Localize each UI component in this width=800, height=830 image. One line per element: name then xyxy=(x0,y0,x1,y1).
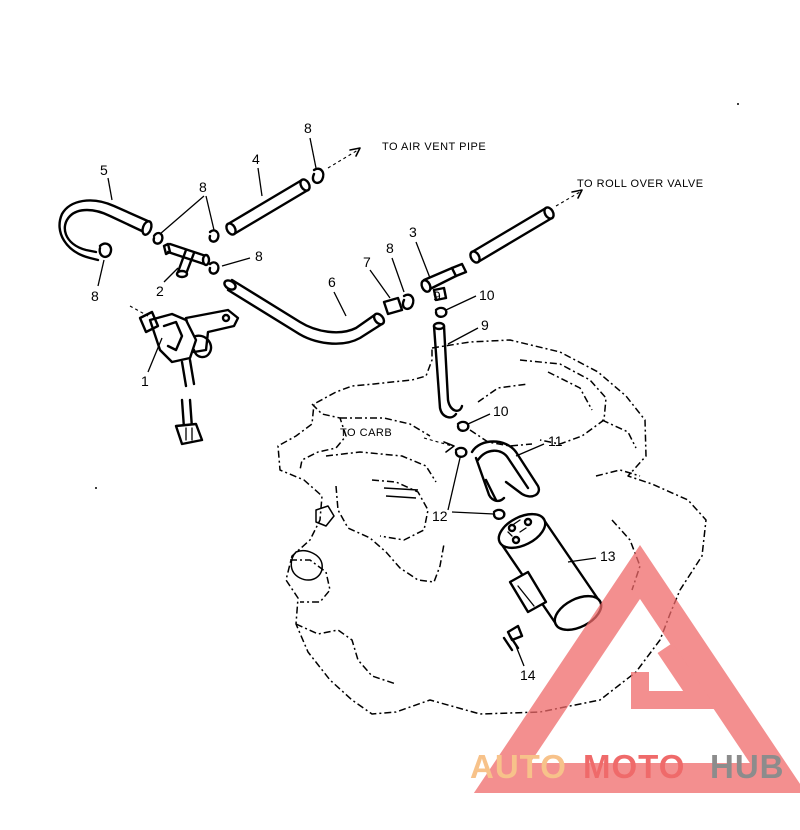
watermark-text: AUTO MOTO HUB xyxy=(470,748,785,785)
speck xyxy=(95,487,97,489)
callout-5: 5 xyxy=(100,162,108,178)
callout-9-upper: 9 xyxy=(433,288,441,304)
callout-2: 2 xyxy=(156,283,164,299)
speck xyxy=(737,103,739,105)
hose-4 xyxy=(225,178,311,236)
engine-outline xyxy=(277,339,707,715)
callout-8-right: 8 xyxy=(386,240,394,256)
valve-1 xyxy=(138,308,240,446)
callout-11: 11 xyxy=(548,433,563,449)
clamp-8-a xyxy=(152,231,164,245)
callout-10-lower: 10 xyxy=(493,403,509,419)
callout-4: 4 xyxy=(252,151,260,167)
t-fitting-2 xyxy=(162,242,211,279)
clamp-8-right xyxy=(401,293,415,311)
callout-6: 6 xyxy=(328,274,336,290)
clamp-12-lower xyxy=(492,508,506,520)
clamp-8-top xyxy=(311,167,325,185)
callout-8-left: 8 xyxy=(91,288,99,304)
hose-5 xyxy=(58,199,153,262)
watermark-moto: MOTO xyxy=(583,748,685,785)
clamp-10-lower xyxy=(456,420,470,432)
label-to-air-vent-pipe: TO AIR VENT PIPE xyxy=(382,141,486,153)
label-to-roll-over-valve: TO ROLL OVER VALVE xyxy=(577,178,704,190)
callout-13: 13 xyxy=(600,548,616,564)
callout-3: 3 xyxy=(409,224,417,240)
connector-7 xyxy=(382,296,404,316)
callout-8-upper: 8 xyxy=(304,120,312,136)
label-to-carb: TO CARB xyxy=(340,427,392,439)
clamp-8-c xyxy=(208,261,220,275)
callout-7: 7 xyxy=(363,254,371,270)
hose-6 xyxy=(223,278,386,345)
callout-8-mid: 8 xyxy=(255,248,263,264)
watermark-logo xyxy=(473,545,800,793)
callout-10-upper: 10 xyxy=(479,287,495,303)
watermark-hub: HUB xyxy=(710,748,785,785)
callout-14: 14 xyxy=(520,667,536,683)
canister-13 xyxy=(497,512,603,632)
hose-11 xyxy=(470,440,541,503)
hose-9 xyxy=(432,321,464,419)
callout-1: 1 xyxy=(141,373,149,389)
clamp-8-b xyxy=(208,229,220,243)
clamp-10-upper xyxy=(434,306,448,318)
bolt-14 xyxy=(502,624,524,652)
callout-9: 9 xyxy=(481,317,489,333)
callout-8-top: 8 xyxy=(199,179,207,195)
callout-12: 12 xyxy=(432,508,448,524)
watermark-auto: AUTO xyxy=(470,748,567,785)
clamp-8-left xyxy=(98,242,113,259)
clamp-12-upper xyxy=(454,446,468,458)
fitting-3 xyxy=(420,262,468,302)
hose-roll-over xyxy=(469,206,555,264)
